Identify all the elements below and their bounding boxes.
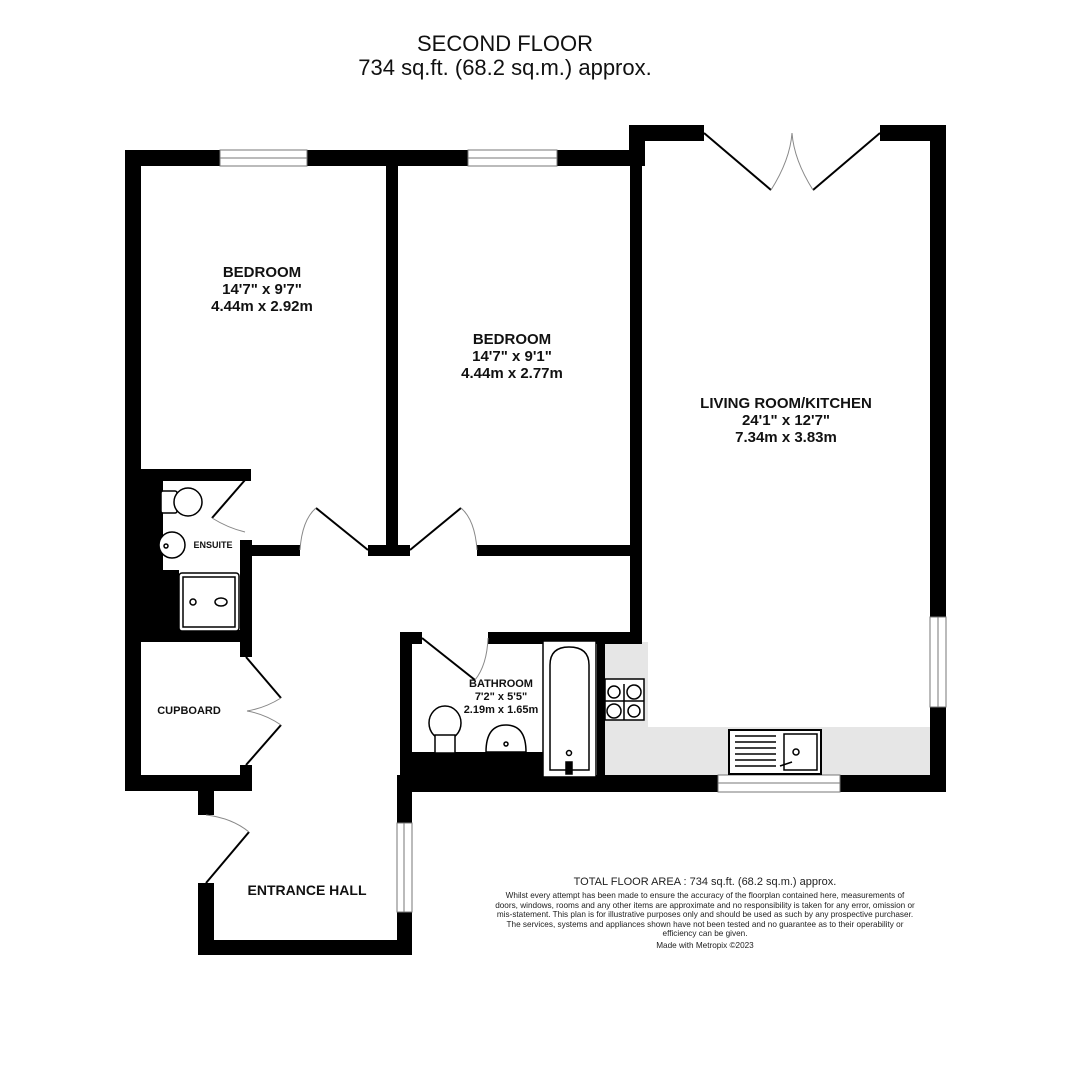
- room-label-ensuite: ENSUITE: [193, 539, 232, 552]
- room-label-bedroom-2: BEDROOM 14'7" x 9'1" 4.44m x 2.77m: [461, 331, 563, 382]
- french-doors-living: [703, 132, 881, 191]
- windows: [219, 149, 947, 913]
- room-dimensions-metric: 2.19m x 1.65m: [463, 704, 539, 716]
- ensuite-basin-icon: [158, 531, 186, 559]
- room-label-cupboard: CUPBOARD: [157, 705, 221, 718]
- floor-title-block: SECOND FLOOR 734 sq.ft. (68.2 sq.m.) app…: [0, 32, 1070, 80]
- doors: [205, 132, 881, 884]
- door-bedroom-1: [299, 507, 369, 551]
- room-name: BATHROOM: [469, 678, 533, 690]
- room-label-entrance-hall: ENTRANCE HALL: [248, 882, 367, 899]
- hob-icon: [604, 678, 645, 721]
- window-entrance-hall: [396, 822, 413, 913]
- total-floor-area: TOTAL FLOOR AREA : 734 sq.ft. (68.2 sq.m…: [573, 876, 837, 888]
- disclaimer-text: Whilst every attempt has been made to en…: [495, 891, 915, 939]
- window-living-right: [929, 616, 947, 708]
- room-dimensions-metric: 7.34m x 3.83m: [735, 429, 837, 446]
- floor-area: 734 sq.ft. (68.2 sq.m.) approx.: [358, 55, 652, 80]
- room-name: LIVING ROOM/KITCHEN: [700, 395, 872, 412]
- room-label-bathroom: BATHROOM 7'2" x 5'5" 2.19m x 1.65m: [464, 678, 539, 717]
- room-name: CUPBOARD: [157, 705, 221, 717]
- ensuite-shower-icon: [178, 572, 240, 632]
- bathroom-toilet-icon: [428, 705, 462, 754]
- room-dimensions-imperial: 14'7" x 9'1": [472, 348, 552, 365]
- room-name: ENSUITE: [193, 540, 233, 550]
- footer-notes: TOTAL FLOOR AREA : 734 sq.ft. (68.2 sq.m…: [495, 875, 915, 951]
- floor-name: SECOND FLOOR: [416, 31, 594, 56]
- fixtures: [158, 487, 822, 778]
- door-cupboard: [245, 656, 282, 766]
- window-kitchen-bottom: [717, 774, 841, 793]
- room-label-bedroom-1: BEDROOM 14'7" x 9'7" 4.44m x 2.92m: [211, 264, 313, 315]
- room-dimensions-imperial: 14'7" x 9'7": [222, 281, 302, 298]
- door-bedroom-2: [409, 507, 478, 551]
- bathroom-basin-icon: [485, 724, 527, 753]
- ensuite-toilet-icon: [160, 487, 203, 517]
- credit-text: Made with Metropix ©2023: [656, 940, 754, 950]
- window-bedroom-1: [219, 149, 308, 167]
- room-name: BEDROOM: [222, 264, 302, 281]
- door-entrance: [205, 814, 250, 884]
- room-dimensions-metric: 4.44m x 2.77m: [461, 365, 563, 382]
- room-label-living-room-kitchen: LIVING ROOM/KITCHEN 24'1" x 12'7" 7.34m …: [700, 395, 872, 446]
- door-bathroom: [421, 637, 489, 681]
- window-bedroom-2: [467, 149, 558, 167]
- room-name: ENTRANCE HALL: [247, 882, 367, 898]
- walls: [125, 125, 946, 955]
- room-name: BEDROOM: [472, 331, 552, 348]
- room-dimensions-metric: 4.44m x 2.92m: [211, 298, 313, 315]
- kitchen-sink-icon: [728, 729, 822, 775]
- bathtub-icon: [542, 640, 597, 778]
- room-dimensions-imperial: 7'2" x 5'5": [474, 691, 528, 703]
- room-dimensions-imperial: 24'1" x 12'7": [741, 412, 831, 429]
- door-ensuite: [211, 479, 246, 533]
